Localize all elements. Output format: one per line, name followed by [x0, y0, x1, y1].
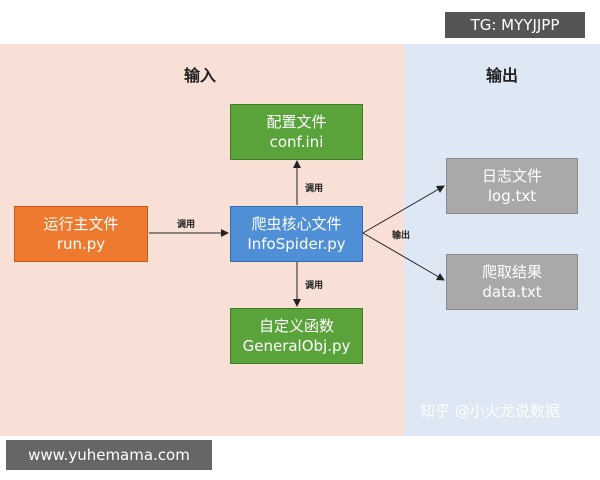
edge-label-run-to-spider: 调用: [177, 220, 196, 230]
input-region-title: 输入: [183, 66, 216, 85]
edge-label-spider-to-output: 输出: [392, 231, 411, 241]
node-general-functions: 自定义函数 GeneralObj.py: [230, 308, 363, 364]
node-data-filename: data.txt: [482, 283, 542, 301]
output-region-title: 输出: [485, 66, 518, 85]
arrow-spider-to-data: [362, 232, 445, 281]
node-data-result: 爬取结果 data.txt: [446, 254, 578, 310]
node-data-title: 爬取结果: [481, 263, 542, 281]
node-spider-title: 爬虫核心文件: [251, 215, 342, 233]
tg-watermark: TG: MYYJJPP: [445, 12, 585, 38]
edge-label-spider-to-config: 调用: [305, 184, 324, 194]
node-config-file: 配置文件 conf.ini: [230, 104, 363, 160]
node-run-title: 运行主文件: [43, 215, 119, 233]
node-log-title: 日志文件: [481, 167, 542, 185]
node-run-main: 运行主文件 run.py: [14, 206, 148, 262]
zhihu-watermark: 知乎 @小火龙说数据: [420, 402, 560, 420]
site-watermark: www.yuhemama.com: [6, 440, 212, 470]
node-spider-core: 爬虫核心文件 InfoSpider.py: [230, 206, 363, 262]
node-config-title: 配置文件: [266, 113, 327, 131]
edge-label-spider-to-general: 调用: [305, 281, 324, 291]
node-config-filename: conf.ini: [269, 133, 324, 151]
node-spider-filename: InfoSpider.py: [247, 235, 346, 253]
node-general-filename: GeneralObj.py: [242, 337, 351, 355]
arrow-spider-to-log: [362, 185, 445, 234]
node-log-file: 日志文件 log.txt: [446, 158, 578, 214]
output-region: [404, 44, 600, 436]
node-run-filename: run.py: [56, 235, 106, 253]
node-general-title: 自定义函数: [258, 317, 334, 335]
node-log-filename: log.txt: [487, 187, 537, 205]
